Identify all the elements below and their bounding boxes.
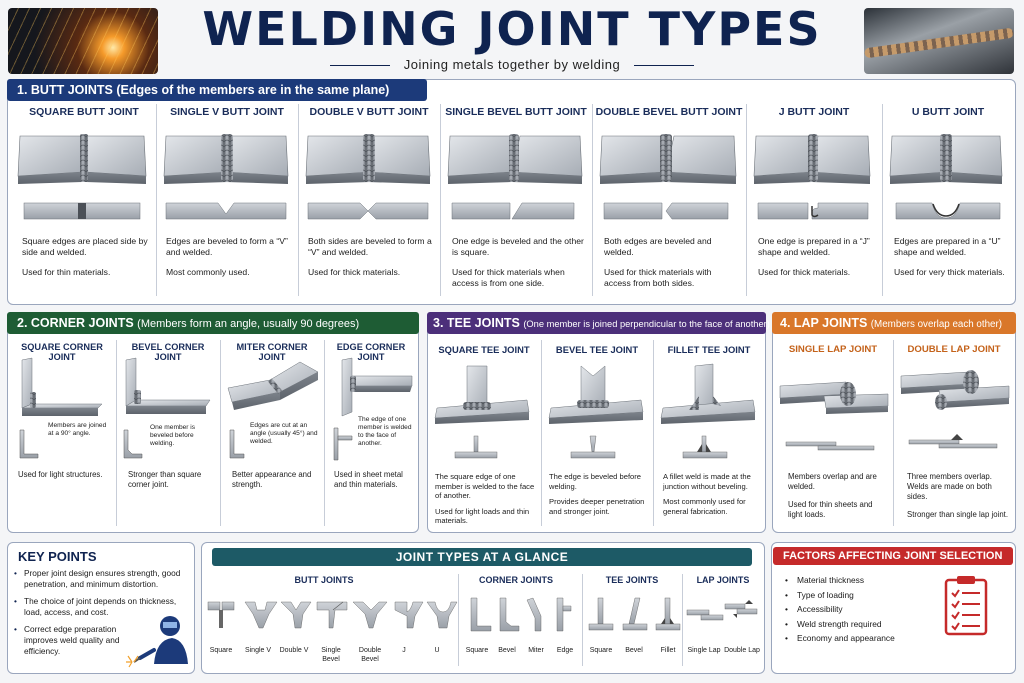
factor-item: Weld strength required: [785, 617, 895, 632]
lap-col-single: SINGLE LAP JOINT Members overlap and are…: [774, 336, 892, 528]
glance-label: Double V: [279, 647, 309, 654]
corner-col-edge: EDGE CORNER JOINT The edge of one member…: [333, 342, 413, 489]
lap-col-double: DOUBLE LAP JOINT Three members overlap. …: [895, 336, 1013, 528]
key-point-item: Proper joint design ensures strength, go…: [14, 568, 190, 590]
glance-label: Double Bevel: [358, 647, 382, 663]
butt-col-square: SQUARE BUTT JOINT Square edges are place…: [14, 100, 154, 300]
glance-label: Square: [209, 647, 233, 654]
key-points-list: Proper joint design ensures strength, go…: [14, 568, 190, 663]
glance-label: Square: [589, 647, 613, 654]
factor-item: Economy and appearance: [785, 631, 895, 646]
butt-section-title: 1. BUTT JOINTS (Edges of the members are…: [7, 79, 427, 101]
corner-col-square: SQUARE CORNER JOINT Members are joined a…: [18, 342, 107, 479]
glance-butt-double-v-icon: [280, 601, 312, 629]
glance-butt-j-icon: [394, 601, 424, 629]
glance-corner-bevel-icon: [499, 597, 520, 632]
factor-item: Accessibility: [785, 602, 895, 617]
glance-butt-single-bevel-icon: [316, 601, 348, 629]
butt-col-double-bevel: DOUBLE BEVEL BUTT JOINT Both edges are b…: [595, 106, 743, 288]
glance-label: Single Bevel: [321, 647, 341, 663]
corner-joints-panel: [7, 312, 419, 533]
glance-butt-square-icon: [207, 601, 235, 628]
glance-group-corner: CORNER JOINTS: [478, 575, 553, 585]
glance-label: Miter: [528, 647, 544, 654]
page-title: WELDING JOINT TYPES: [202, 2, 822, 56]
glance-corner-miter-icon: [526, 597, 542, 632]
glance-label: U: [434, 647, 440, 654]
welding-sparks-photo: [8, 8, 158, 74]
tee-col-fillet: FILLET TEE JOINT A fillet weld is made a…: [655, 336, 763, 528]
butt-col-u: U BUTT JOINT Edges are prepared in a “U”…: [884, 100, 1012, 300]
glance-tee-fillet-icon: [655, 597, 681, 631]
butt-col-single-v: SINGLE V BUTT JOINT Edges are beveled to…: [163, 106, 289, 277]
glance-label: Single Lap: [687, 647, 721, 654]
glance-butt-single-v-icon: [244, 601, 278, 629]
glance-butt-u-icon: [426, 601, 458, 629]
glance-label: Bevel: [498, 647, 516, 654]
glance-title: JOINT TYPES AT A GLANCE: [212, 548, 752, 566]
tee-col-square: SQUARE TEE JOINT The square edge of one …: [434, 344, 535, 526]
glance-label: Edge: [556, 647, 574, 654]
glance-lap-double-icon: [724, 600, 758, 618]
glance-group-butt: BUTT JOINTS: [294, 575, 354, 585]
lap-joints-panel: [772, 312, 1016, 533]
glance-icons: [207, 597, 758, 632]
glance-label: J: [402, 647, 406, 654]
page-subtitle: Joining metals together by welding: [175, 57, 849, 72]
corner-section-title: 2. CORNER JOINTS (Members form an angle,…: [7, 312, 419, 334]
glance-label: Double Lap: [724, 647, 760, 654]
factors-title: FACTORS AFFECTING JOINT SELECTION: [773, 547, 1013, 565]
butt-joints-panel: [7, 79, 1016, 305]
glance-tee-square-icon: [588, 597, 614, 631]
glance-butt-double-bevel-icon: [352, 601, 388, 629]
glance-group-tee: TEE JOINTS: [605, 575, 659, 585]
glance-label: Bevel: [625, 647, 643, 654]
butt-col-double-v: DOUBLE V BUTT JOINT Both sides are bevel…: [305, 106, 432, 277]
key-point-item: Correct edge preparation improves weld q…: [14, 624, 144, 657]
corner-col-bevel: BEVEL CORNER JOINT One member is beveled…: [118, 336, 218, 528]
lap-section-title: 4. LAP JOINTS (Members overlap each othe…: [772, 312, 1016, 334]
glance-label: Single V: [244, 647, 272, 654]
weld-bead-photo: [864, 8, 1014, 74]
tee-section-title: 3. TEE JOINTS (One member is joined perp…: [427, 312, 770, 334]
factors-list: Material thickness Type of loading Acces…: [785, 573, 895, 646]
glance-label: Square: [465, 647, 489, 654]
glance-corner-edge-icon: [556, 597, 572, 632]
tee-joints-panel: [427, 312, 766, 533]
butt-col-j: J BUTT JOINT One edge is prepared in a “…: [748, 100, 880, 300]
glance-label: Fillet: [660, 647, 676, 654]
tee-col-bevel: BEVEL TEE JOINT The edge is beveled befo…: [548, 344, 645, 516]
key-points-title: KEY POINTS: [18, 549, 97, 564]
key-point-item: The choice of joint depends on thickness…: [14, 596, 190, 618]
butt-col-single-bevel: SINGLE BEVEL BUTT JOINT One edge is beve…: [445, 106, 587, 288]
glance-lap-single-icon: [686, 609, 724, 621]
glance-tee-bevel-icon: [622, 597, 648, 631]
glance-corner-square-icon: [470, 597, 492, 632]
corner-col-miter: MITER CORNER JOINT Edges are cut at an a…: [222, 336, 322, 528]
clipboard-checklist-icon: [944, 576, 988, 636]
factor-item: Type of loading: [785, 588, 895, 603]
welder-icon: [126, 616, 188, 668]
glance-group-lap: LAP JOINTS: [696, 575, 750, 585]
factor-item: Material thickness: [785, 573, 895, 588]
